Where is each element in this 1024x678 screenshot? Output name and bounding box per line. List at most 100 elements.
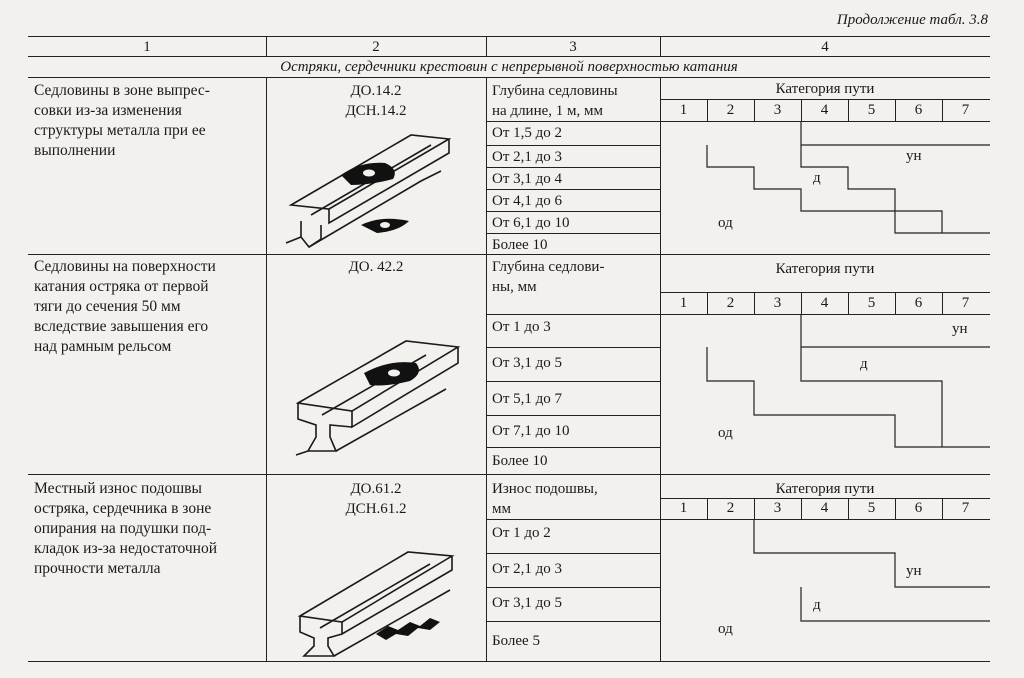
table-continuation-caption: Продолжение табл. 3.8	[836, 12, 988, 28]
range-divider	[486, 519, 660, 520]
range-divider	[486, 145, 660, 146]
param-label: Глубина седловины на длине, 1 м, мм	[492, 83, 618, 119]
category-number: 2	[726, 102, 735, 118]
header-divider	[28, 56, 990, 57]
col-divider	[266, 37, 267, 661]
range-divider	[486, 233, 660, 234]
category-title: Категория пути	[775, 81, 875, 97]
header-col-1: 1	[143, 39, 151, 55]
zone-label-d: д	[813, 597, 821, 613]
param-label: Износ подошвы, мм	[492, 481, 598, 517]
zone-label-d: д	[860, 356, 868, 372]
category-number: 7	[961, 295, 970, 311]
range-divider	[486, 381, 660, 382]
category-number: 4	[820, 500, 829, 516]
section-title: Остряки, сердечники крестовин с непрерыв…	[280, 59, 738, 75]
range-1: От 1 до 3	[492, 319, 551, 335]
category-numbers: 1 2 3 4 5 6 7	[660, 292, 990, 314]
defect-description: Седловины в зоне выпрес- совки из-за изм…	[34, 82, 210, 159]
category-number: 5	[867, 295, 876, 311]
category-number: 5	[867, 102, 876, 118]
defect-description: Местный износ подошвы остряка, сердечник…	[34, 480, 218, 577]
category-number: 2	[726, 295, 735, 311]
section-title-cell: Остряки, сердечники крестовин с непрерыв…	[29, 57, 989, 77]
zone-label-od: од	[718, 215, 733, 231]
row-divider	[28, 254, 990, 255]
range-4: От 7,1 до 10	[492, 423, 570, 439]
category-divider	[660, 519, 990, 520]
range-3: От 3,1 до 5	[492, 595, 563, 611]
category-title: Категория пути	[775, 261, 875, 277]
range-4: От 4,1 до 6	[492, 193, 563, 209]
category-number: 1	[679, 295, 688, 311]
col-divider	[660, 37, 661, 661]
category-number: 2	[726, 500, 735, 516]
rail-defect-illustration	[295, 340, 461, 456]
category-divider	[660, 498, 990, 499]
tolerance-steps	[706, 121, 990, 234]
range-divider	[486, 553, 660, 554]
defect-codes: ДО.61.2 ДСН.61.2	[345, 481, 407, 517]
defects-table: 1 2 3 4 Остряки, сердечники крестовин с …	[28, 36, 990, 662]
zone-label-un: ун	[952, 321, 968, 337]
section-divider	[28, 77, 990, 78]
category-number: 6	[914, 500, 923, 516]
category-divider	[660, 121, 990, 122]
defect-codes: ДО.14.2 ДСН.14.2	[345, 83, 407, 119]
range-6: Более 10	[492, 237, 548, 253]
category-number: 6	[914, 102, 923, 118]
defect-codes: ДО. 42.2	[348, 259, 404, 275]
param-label: Глубина седлови- ны, мм	[492, 259, 605, 295]
category-number: 5	[867, 500, 876, 516]
zone-label-od: од	[718, 425, 733, 441]
range-divider	[486, 121, 660, 122]
category-number: 3	[773, 500, 782, 516]
range-5: От 6,1 до 10	[492, 215, 570, 231]
category-number: 4	[820, 102, 829, 118]
category-number: 1	[679, 500, 688, 516]
category-number: 4	[820, 295, 829, 311]
range-divider	[486, 415, 660, 416]
category-number: 7	[961, 500, 970, 516]
category-number: 3	[773, 102, 782, 118]
category-numbers: 1 2 3 4 5 6 7	[660, 99, 990, 121]
range-divider	[486, 587, 660, 588]
zone-label-un: ун	[906, 148, 922, 164]
range-1: От 1,5 до 2	[492, 125, 563, 141]
range-divider	[486, 314, 660, 315]
range-divider	[486, 211, 660, 212]
category-divider	[660, 99, 990, 100]
category-title: Категория пути	[775, 481, 875, 497]
range-divider	[486, 447, 660, 448]
rail-defect-illustration	[285, 134, 452, 249]
range-divider	[486, 621, 660, 622]
zone-label-d: д	[813, 170, 821, 186]
zone-label-od: од	[718, 621, 733, 637]
category-number: 1	[679, 102, 688, 118]
range-divider	[486, 189, 660, 190]
category-numbers: 1 2 3 4 5 6 7	[660, 498, 990, 519]
tolerance-steps	[706, 314, 990, 448]
header-col-3: 3	[569, 39, 577, 55]
range-2: От 3,1 до 5	[492, 355, 563, 371]
range-divider	[486, 347, 660, 348]
range-1: От 1 до 2	[492, 525, 551, 541]
range-2: От 2,1 до 3	[492, 561, 563, 577]
category-number: 6	[914, 295, 923, 311]
range-5: Более 10	[492, 453, 548, 469]
range-4: Более 5	[492, 633, 540, 649]
category-number: 7	[961, 102, 970, 118]
defect-description: Седловины на поверхности катания остряка…	[34, 258, 216, 355]
rail-defect-illustration	[297, 551, 455, 657]
range-2: От 2,1 до 3	[492, 149, 563, 165]
zone-label-un: ун	[906, 563, 922, 579]
row-divider	[28, 474, 990, 475]
range-3: От 5,1 до 7	[492, 391, 563, 407]
category-number: 3	[773, 295, 782, 311]
col-divider	[486, 37, 487, 661]
header-col-4: 4	[821, 39, 829, 55]
tolerance-steps	[753, 519, 990, 622]
header-col-2: 2	[372, 39, 380, 55]
category-divider	[660, 292, 990, 293]
